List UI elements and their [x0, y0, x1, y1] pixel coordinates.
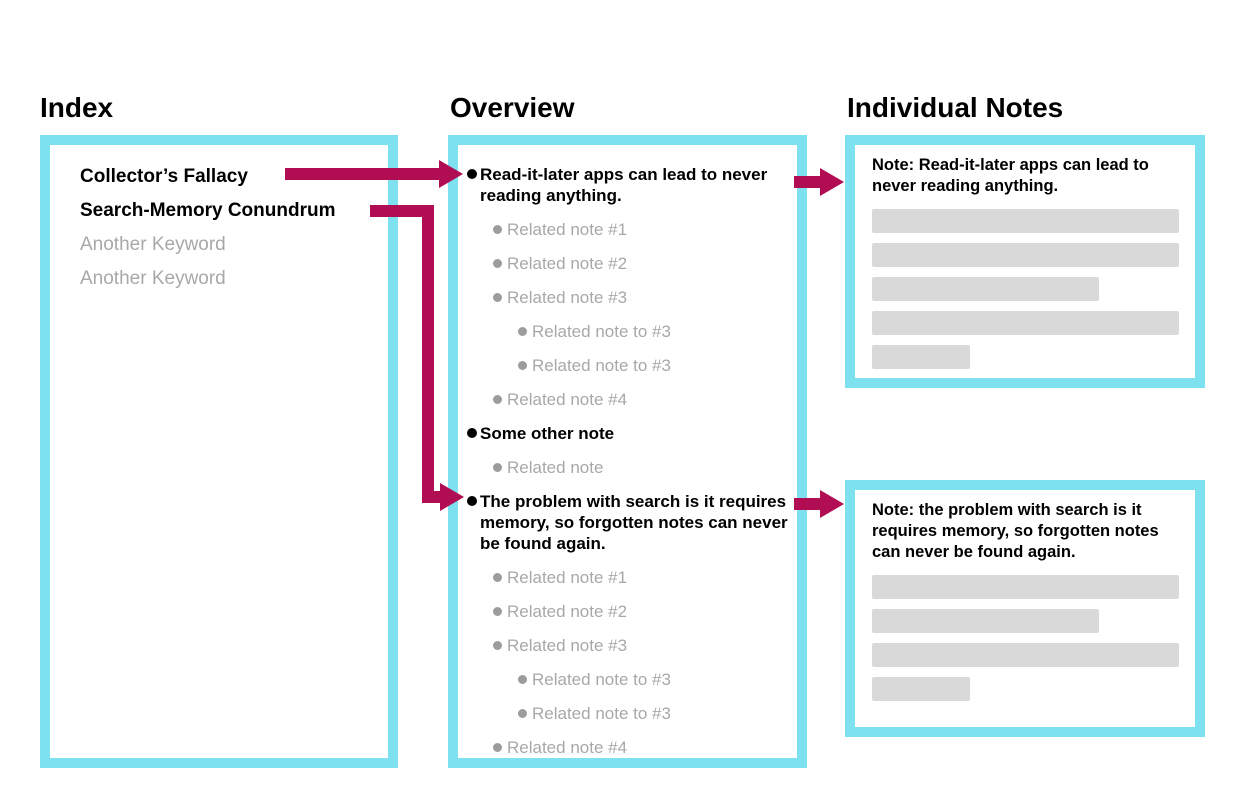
index-item-collectors-fallacy: Collector’s Fallacy	[80, 166, 248, 187]
overview-related-note: Related note #3	[458, 635, 789, 656]
bullet-icon	[467, 169, 477, 179]
arrow-right-icon	[440, 483, 464, 511]
bullet-icon	[493, 225, 502, 234]
overview-related-subnote: Related note to #3	[458, 355, 789, 376]
bullet-icon	[493, 463, 502, 472]
bullet-icon	[493, 395, 502, 404]
index-item-another-keyword-2: Another Keyword	[80, 268, 226, 289]
arrow-search-memory-shaft-horizontal	[370, 205, 434, 217]
overview-related-note: Related note #1	[458, 219, 789, 240]
placeholder-bar	[872, 643, 1179, 667]
index-item-another-keyword-1: Another Keyword	[80, 234, 226, 255]
note-card-read-it-later: Note: Read-it-later apps can lead to nev…	[845, 135, 1205, 388]
arrow-overview-to-card2-shaft	[794, 498, 822, 510]
bullet-icon	[493, 743, 502, 752]
overview-note-read-it-later: Read-it-later apps can lead to never rea…	[458, 164, 789, 206]
placeholder-bar	[872, 345, 971, 369]
overview-related-note: Related note #4	[458, 737, 789, 758]
index-keyword-list: Collector’s Fallacy Search-Memory Conund…	[50, 145, 388, 290]
bullet-icon	[493, 573, 502, 582]
arrow-overview-to-card1-shaft	[794, 176, 822, 188]
overview-related-note: Related note #2	[458, 253, 789, 274]
overview-note-problem-with-search: The problem with search is it requires m…	[458, 491, 789, 554]
placeholder-bar	[872, 311, 1179, 335]
arrow-search-memory-shaft-elbow	[422, 491, 444, 503]
bullet-icon	[518, 675, 527, 684]
bullet-icon	[518, 709, 527, 718]
note-card-text: Note: Read-it-later apps can lead to nev…	[872, 156, 1149, 195]
bullet-icon	[467, 428, 477, 438]
arrow-right-icon	[820, 168, 844, 196]
arrow-search-memory-shaft-vertical	[422, 205, 434, 503]
placeholder-bar	[872, 609, 1100, 633]
overview-related-note: Related note #4	[458, 389, 789, 410]
bullet-icon	[518, 361, 527, 370]
index-column-title: Index	[40, 92, 114, 123]
placeholder-bar	[872, 677, 971, 701]
arrow-right-icon	[820, 490, 844, 518]
bullet-icon	[518, 327, 527, 336]
index-panel: Collector’s Fallacy Search-Memory Conund…	[40, 135, 398, 768]
overview-note-some-other: Some other note	[458, 423, 789, 444]
overview-related-subnote: Related note to #3	[458, 321, 789, 342]
overview-related-note: Related note #1	[458, 567, 789, 588]
individual-notes-column-title: Individual Notes	[847, 92, 1064, 123]
overview-related-note: Related note #3	[458, 287, 789, 308]
bullet-icon	[493, 293, 502, 302]
arrow-right-icon	[439, 160, 463, 188]
placeholder-text-lines	[872, 209, 1179, 369]
placeholder-bar	[872, 575, 1179, 599]
bullet-icon	[493, 607, 502, 616]
placeholder-text-lines	[872, 575, 1179, 701]
index-item-search-memory-conundrum: Search-Memory Conundrum	[80, 200, 336, 221]
placeholder-bar	[872, 243, 1179, 267]
placeholder-bar	[872, 209, 1179, 233]
overview-panel: Read-it-later apps can lead to never rea…	[448, 135, 807, 768]
overview-related-note: Related note #2	[458, 601, 789, 622]
placeholder-bar	[872, 277, 1100, 301]
note-card-problem-with-search: Note: the problem with search is it requ…	[845, 480, 1205, 737]
arrow-collectors-fallacy-shaft	[285, 168, 439, 180]
bullet-icon	[467, 496, 477, 506]
bullet-icon	[493, 259, 502, 268]
bullet-icon	[493, 641, 502, 650]
overview-note-list: Read-it-later apps can lead to never rea…	[458, 145, 797, 758]
note-card-text: Note: the problem with search is it requ…	[872, 501, 1159, 561]
overview-related-note: Related note	[458, 457, 789, 478]
overview-related-subnote: Related note to #3	[458, 669, 789, 690]
overview-related-subnote: Related note to #3	[458, 703, 789, 724]
overview-column-title: Overview	[450, 92, 575, 123]
